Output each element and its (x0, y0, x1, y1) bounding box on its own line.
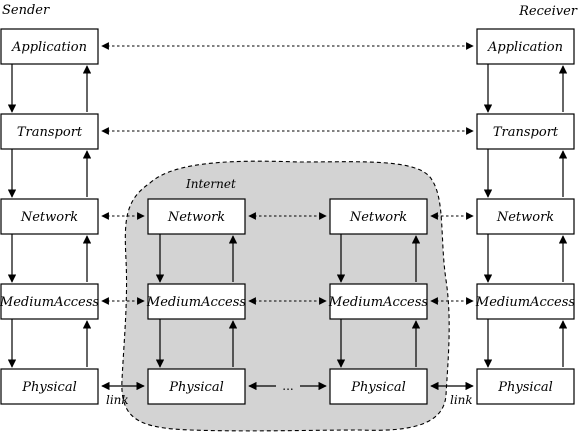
receiver-label: Receiver (518, 4, 578, 19)
sender-stack: Application Transport Network MediumAcce… (0, 28, 99, 405)
router2-mediumaccess-box: MediumAccess (328, 283, 428, 320)
router2-physical-box: Physical (329, 368, 428, 405)
svg-text:Application: Application (11, 40, 87, 55)
peer-connections (101, 42, 474, 305)
svg-text:Transport: Transport (17, 125, 83, 140)
svg-text:Network: Network (349, 210, 407, 225)
svg-text:MediumAccess: MediumAccess (475, 295, 575, 310)
receiver-mediumaccess-box: MediumAccess (475, 283, 575, 320)
router2-network-box: Network (329, 198, 428, 235)
sender-mediumaccess-box: MediumAccess (0, 283, 99, 320)
sender-network-box: Network (0, 198, 99, 235)
svg-text:Physical: Physical (497, 380, 552, 395)
svg-text:Physical: Physical (350, 380, 405, 395)
internet-label: Internet (185, 177, 236, 191)
svg-text:Network: Network (167, 210, 225, 225)
sender-physical-box: Physical (0, 368, 99, 405)
receiver-transport-box: Transport (476, 113, 575, 150)
svg-text:Physical: Physical (168, 380, 223, 395)
svg-text:Network: Network (496, 210, 554, 225)
svg-text:MediumAccess: MediumAccess (0, 295, 99, 310)
link-label-left: link (106, 393, 129, 407)
sender-transport-box: Transport (0, 113, 99, 150)
svg-text:MediumAccess: MediumAccess (146, 295, 246, 310)
router2-stack: Network MediumAccess Physical (328, 198, 428, 405)
link-label-right: link (450, 393, 473, 407)
router1-mediumaccess-box: MediumAccess (146, 283, 246, 320)
ellipsis-label: ... (282, 379, 293, 393)
receiver-stack: Application Transport Network MediumAcce… (475, 28, 575, 405)
svg-text:Transport: Transport (493, 125, 559, 140)
svg-text:Physical: Physical (21, 380, 76, 395)
sender-application-box: Application (0, 28, 99, 65)
svg-text:Network: Network (20, 210, 78, 225)
sender-label: Sender (2, 3, 50, 18)
router1-physical-box: Physical (147, 368, 246, 405)
router1-stack: Network MediumAccess Physical (146, 198, 246, 405)
physical-links: ... link link (101, 379, 474, 407)
svg-text:Application: Application (487, 40, 563, 55)
receiver-network-box: Network (476, 198, 575, 235)
router1-network-box: Network (147, 198, 246, 235)
receiver-physical-box: Physical (476, 368, 575, 405)
svg-text:MediumAccess: MediumAccess (328, 295, 428, 310)
receiver-application-box: Application (476, 28, 575, 65)
